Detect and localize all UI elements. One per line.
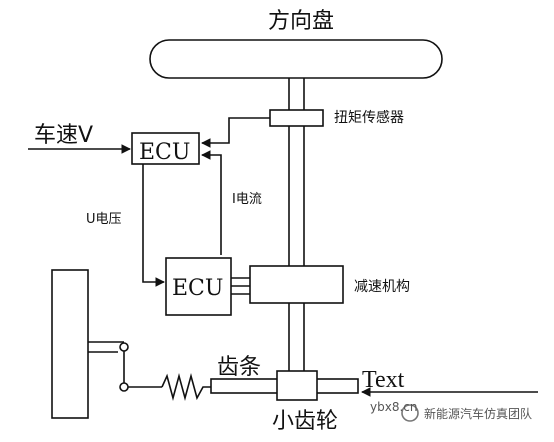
steering-column	[288, 78, 305, 374]
steering-wheel-label: 方向盘	[268, 9, 334, 34]
voltage-label: U电压	[86, 212, 122, 227]
ecu-bottom-box	[165, 257, 232, 316]
text-input-label: Text	[362, 367, 405, 393]
torque-signal-line	[201, 117, 270, 148]
pinion-shape	[276, 370, 318, 401]
ecu-reducer-connector	[231, 277, 250, 295]
ecu-top-box	[131, 132, 200, 165]
watermark-site: ybx8.cn	[370, 400, 417, 414]
current-feedback-line	[201, 150, 222, 255]
steering-wheel-shape	[149, 39, 443, 79]
current-label: I电流	[232, 192, 262, 207]
ecu-top-label: ECU	[139, 140, 190, 165]
ecu-bottom-label: ECU	[172, 276, 223, 301]
watermark-team: 新能源汽车仿真团队	[424, 406, 532, 421]
voltage-line	[142, 164, 165, 287]
torque-sensor-shape	[269, 109, 324, 127]
vehicle-speed-label: 车速V	[34, 123, 93, 148]
reducer-label: 减速机构	[354, 279, 410, 295]
rack-label: 齿条	[217, 355, 261, 380]
wheel-shape	[51, 269, 89, 419]
spring-shape	[161, 372, 211, 402]
pinion-label: 小齿轮	[272, 409, 338, 434]
torque-sensor-label: 扭矩传感器	[334, 109, 404, 126]
watermark: ybx8.cn 新能源汽车仿真团队	[370, 400, 532, 422]
reducer-shape	[249, 265, 344, 304]
steering-knuckle	[88, 341, 162, 392]
